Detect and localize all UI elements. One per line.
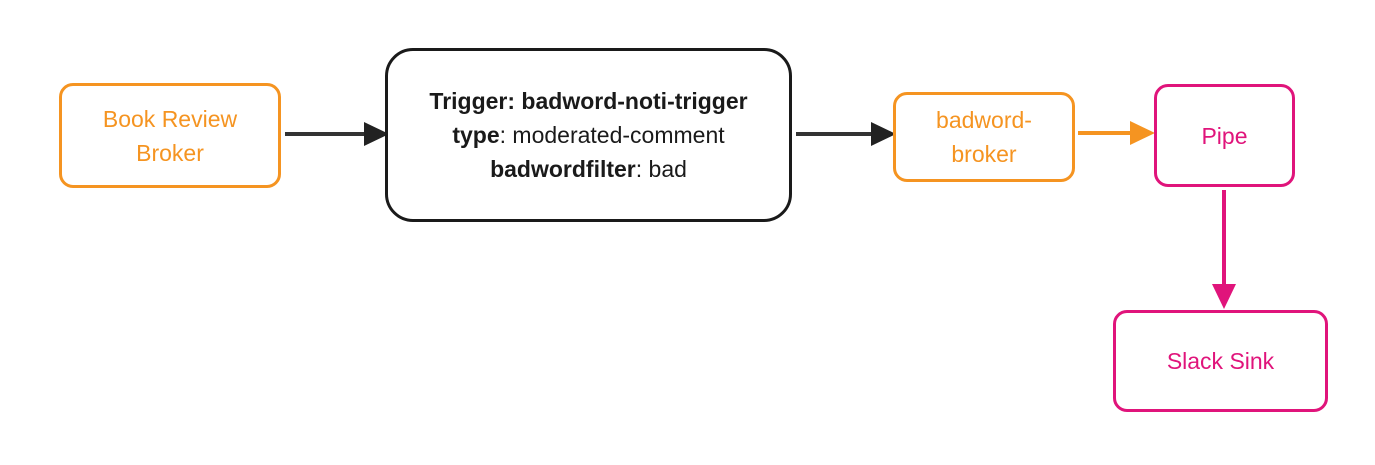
node-label-line: Pipe xyxy=(1201,122,1248,149)
arrow-pipe-to-slack-sink xyxy=(1212,190,1236,309)
node-label-line: Slack Sink xyxy=(1166,348,1275,374)
trigger-prop-key: Trigger: badword-noti-trigger xyxy=(429,88,748,114)
node-label-line: Book Review xyxy=(102,105,238,132)
node-trigger-properties: Trigger: badword-noti-trigger type: mode… xyxy=(385,48,792,222)
node-badword-broker: badword- broker xyxy=(893,92,1075,182)
arrow-trigger-to-badword-broker xyxy=(796,122,896,146)
trigger-prop-line: type: moderated-comment xyxy=(452,118,724,152)
node-label-line: broker xyxy=(951,141,1017,167)
trigger-prop-key: type xyxy=(452,122,500,148)
node-book-review-broker: Book Review Broker xyxy=(59,83,281,188)
trigger-prop-value: : moderated-comment xyxy=(499,122,725,148)
trigger-prop-line: badwordfilter: bad xyxy=(490,152,687,186)
trigger-prop-value: : bad xyxy=(635,156,687,182)
node-label-line: badword- xyxy=(936,107,1032,133)
node-slack-sink: Slack Sink xyxy=(1113,310,1328,412)
node-label-line: Broker xyxy=(136,139,204,166)
arrow-badword-broker-to-pipe xyxy=(1078,121,1155,145)
node-pipe: Pipe xyxy=(1154,84,1295,187)
arrow-broker-to-trigger xyxy=(285,122,389,146)
trigger-prop-line: Trigger: badword-noti-trigger xyxy=(429,84,747,118)
trigger-prop-key: badwordfilter xyxy=(490,156,636,182)
